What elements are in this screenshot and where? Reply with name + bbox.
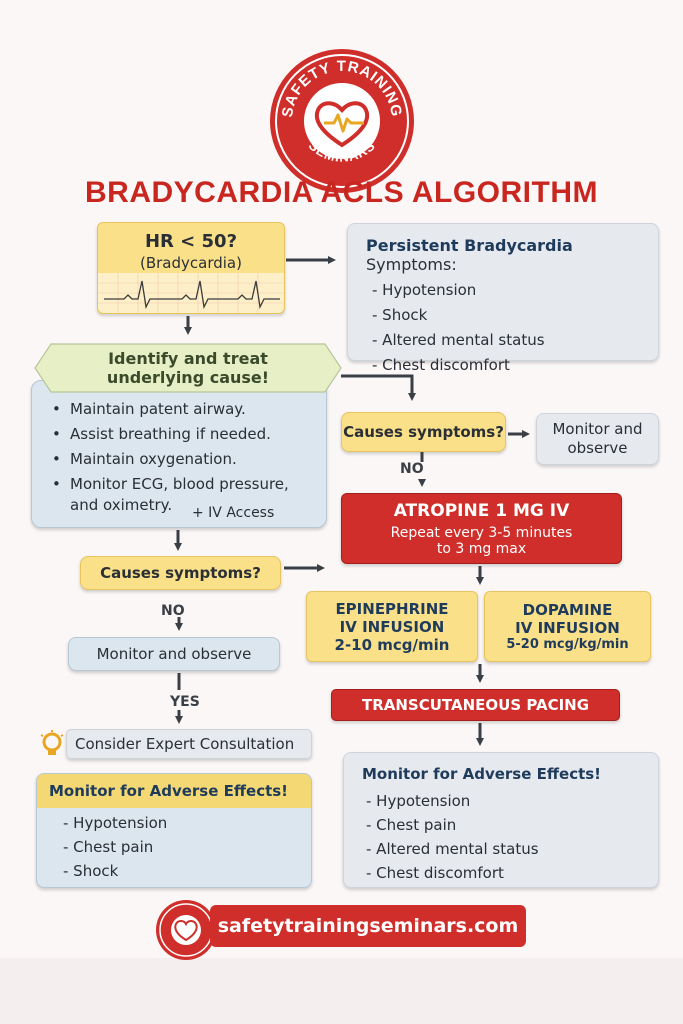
list-item: •Maintain patent airway. bbox=[52, 400, 246, 418]
monitor-observe-left-text: Monitor and observe bbox=[96, 645, 252, 663]
list-item: •Monitor ECG, blood pressure, and oximet… bbox=[52, 475, 289, 514]
monitor-observe-right-text: Monitor and observe bbox=[552, 420, 643, 457]
yes-label-left: YES bbox=[170, 694, 200, 710]
hr-question-text: HR < 50? bbox=[144, 231, 238, 252]
footer-url-link[interactable]: safetytrainingseminars.com bbox=[210, 905, 526, 947]
pacing-box: TRANSCUTANEOUS PACING bbox=[331, 689, 620, 721]
list-item: - Chest discomfort bbox=[366, 864, 504, 882]
dopamine-box: DOPAMINE IV INFUSION 5-20 mcg/kg/min bbox=[484, 591, 651, 662]
list-item: - Chest pain bbox=[366, 816, 457, 834]
dopamine-line3: 5-20 mcg/kg/min bbox=[506, 637, 629, 652]
list-item: - Hypotension bbox=[366, 792, 471, 810]
ecg-strip-icon bbox=[98, 273, 284, 313]
heart-ecg-icon bbox=[314, 101, 370, 148]
list-item: •Assist breathing if needed. bbox=[52, 425, 271, 443]
adverse-left-title: Monitor for Adverse Effects! bbox=[37, 774, 311, 808]
dopamine-line2: IV INFUSION bbox=[515, 619, 620, 637]
epinephrine-line3: 2-10 mcg/min bbox=[334, 635, 450, 654]
causes-symptoms-left-box: Causes symptoms? bbox=[80, 556, 281, 590]
identify-header-text: Identify and treat underlying cause! bbox=[106, 349, 270, 387]
list-item: - Chest pain bbox=[63, 838, 154, 856]
list-item: - Shock bbox=[372, 306, 428, 324]
footer-url-text[interactable]: safetytrainingseminars.com bbox=[217, 915, 519, 937]
epinephrine-box: EPINEPHRINE IV INFUSION 2-10 mcg/min bbox=[306, 591, 478, 662]
consult-text: Consider Expert Consultation bbox=[75, 735, 295, 753]
symptoms-title-rest: Symptoms: bbox=[366, 255, 457, 274]
monitor-observe-right-box: Monitor and observe bbox=[536, 413, 659, 465]
atropine-box: ATROPINE 1 MG IV Repeat every 3-5 minute… bbox=[341, 493, 622, 564]
atropine-line1: Repeat every 3-5 minutes bbox=[390, 524, 573, 541]
causes-symptoms-left-text: Causes symptoms? bbox=[100, 564, 261, 582]
list-item: - Hypotension bbox=[372, 281, 477, 299]
footer-logo-icon bbox=[154, 898, 218, 962]
identify-treat-box: •Maintain patent airway. •Assist breathi… bbox=[31, 380, 327, 528]
no-label-left: NO bbox=[161, 603, 185, 619]
list-item: - Hypotension bbox=[63, 814, 168, 832]
page-title: BRADYCARDIA ACLS ALGORITHM bbox=[85, 176, 598, 209]
symptoms-title-bold: Persistent Bradycardia bbox=[366, 236, 573, 255]
list-item: - Altered mental status bbox=[366, 840, 539, 858]
epinephrine-line1: EPINEPHRINE bbox=[335, 599, 449, 618]
lightbulb-icon bbox=[37, 729, 67, 759]
atropine-title: ATROPINE 1 MG IV bbox=[393, 500, 570, 521]
list-item: - Altered mental status bbox=[372, 331, 545, 349]
atropine-line2: to 3 mg max bbox=[436, 540, 527, 557]
epinephrine-line2: IV INFUSION bbox=[339, 617, 445, 636]
hr-question-subtext: (Bradycardia) bbox=[140, 254, 242, 272]
identify-header-banner: Identify and treat underlying cause! bbox=[33, 342, 343, 394]
causes-symptoms-right-box: Causes symptoms? bbox=[341, 412, 506, 452]
list-item: •Maintain oxygenation. bbox=[52, 450, 237, 468]
no-label-right: NO bbox=[400, 461, 424, 477]
monitor-observe-left-box: Monitor and observe bbox=[68, 637, 280, 671]
adverse-right-title: Monitor for Adverse Effects! bbox=[362, 765, 602, 783]
logo: SAFETY TRAINING SEMINARS bbox=[268, 47, 416, 195]
iv-access-text: + IV Access bbox=[192, 505, 275, 521]
causes-symptoms-right-text: Causes symptoms? bbox=[343, 423, 504, 441]
logo-seal: SAFETY TRAINING SEMINARS bbox=[270, 49, 414, 193]
list-item: - Shock bbox=[63, 862, 119, 880]
adverse-effects-right-box: Monitor for Adverse Effects! - Hypotensi… bbox=[343, 752, 659, 888]
hr-question-box: HR < 50? (Bradycardia) bbox=[97, 222, 285, 314]
list-item: - Chest discomfort bbox=[372, 356, 510, 374]
persistent-symptoms-box: Persistent Bradycardia Symptoms: - Hypot… bbox=[347, 223, 659, 374]
adverse-effects-left-box: Monitor for Adverse Effects! - Hypotensi… bbox=[36, 773, 312, 888]
pacing-text: TRANSCUTANEOUS PACING bbox=[361, 696, 590, 714]
consult-box: Consider Expert Consultation bbox=[66, 729, 312, 759]
dopamine-line1: DOPAMINE bbox=[522, 601, 613, 619]
